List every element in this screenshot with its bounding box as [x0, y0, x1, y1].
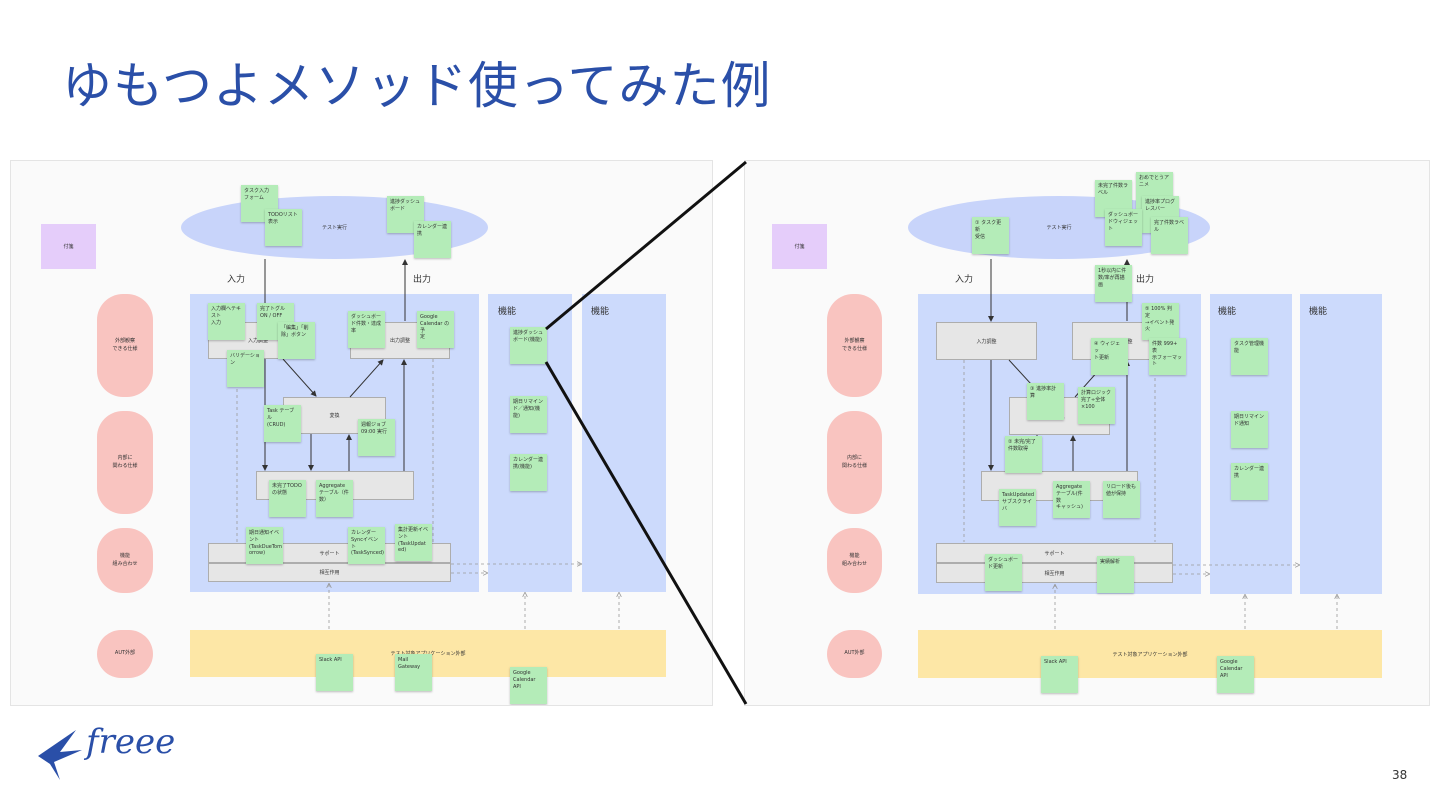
sticky-note: カレンダー Syncイベント (TaskSynced) [348, 527, 385, 564]
sticky-note: Google Calendar API [1217, 656, 1254, 693]
page-number: 38 [1392, 768, 1408, 782]
row-label-external: 外部観察 できる仕様 [97, 294, 153, 397]
row-label-internal: 内部に 関わる仕様 [827, 411, 882, 514]
sticky-note: ③ 進捗率計算 [1027, 383, 1064, 420]
sticky-note: 計算ロジック 完了÷全体 ×100 [1078, 387, 1115, 424]
function-label-2: 機能 [1309, 307, 1328, 317]
input-label: 入力 [227, 275, 246, 285]
sticky-note: 完了件数ラベ ル [1151, 217, 1188, 254]
sticky-note: TODOリスト 表示 [265, 209, 302, 246]
sticky-note: 「編集」「削 除」ボタン [278, 322, 315, 359]
function-label-1: 機能 [498, 307, 517, 317]
sticky-note: カレンダー連 携 [414, 221, 451, 258]
tag-legend: 付箋 [41, 224, 96, 269]
sticky-note: 件数 999+ 表 示フォーマッ ト [1149, 338, 1186, 375]
sticky-note: Google Calendar の予 定 [417, 311, 454, 348]
sticky-note: TaskUpdated サブスクライ バ [999, 489, 1036, 526]
sticky-note: ⑤ 100% 判定 →イベント発 火 [1142, 303, 1179, 340]
sticky-note: Aggregate テーブル（件 数） [316, 480, 353, 517]
input-adjust-box: 入力調整 [936, 322, 1037, 360]
sticky-note: 期日リマイン ド／通知(機能) [510, 396, 547, 433]
sticky-note: Google Calendar API [510, 667, 547, 704]
row-label-aut-external: AUT外部 [97, 630, 153, 678]
function-column-2 [1300, 294, 1382, 594]
sticky-note: 期日リマイン ド通知 [1231, 411, 1268, 448]
sticky-note: カレンダー連 携 [1231, 463, 1268, 500]
sticky-note: 週報ジョブ 09:00 実行 [358, 419, 395, 456]
connector-lines [236, 259, 712, 629]
slide-title: ゆもつよメソッド使ってみた例 [62, 57, 772, 115]
row-label-internal: 内部に 関わる仕様 [97, 411, 153, 514]
sticky-note: ④ ウィジェッ ト更新 [1091, 338, 1128, 375]
row-label-external: 外部観察 できる仕様 [827, 294, 882, 397]
sticky-note: Task テーブ ル (CRUD) [264, 405, 301, 442]
bird-icon [38, 730, 82, 780]
input-label: 入力 [955, 275, 974, 285]
function-label-2: 機能 [591, 307, 610, 317]
sticky-note: Slack API [316, 654, 353, 691]
diagram-zoom-panel: 付箋 テスト実行 入力 出力 外部観察 できる仕様 内部に 関わる仕様 機能 組… [744, 160, 1430, 706]
sticky-note: 未完了TODO の状態 [269, 480, 306, 517]
sticky-note: 期日通知イベ ント (TaskDueTom orrow) [246, 527, 283, 564]
sticky-note: バリデーショ ン [227, 350, 264, 387]
sticky-note: タスク管理機 能 [1231, 338, 1268, 375]
sticky-note: 1秒以内に件 数/率が再描画 [1095, 265, 1132, 302]
sticky-note: リロード後も 値が保持 [1103, 481, 1140, 518]
output-label: 出力 [1136, 275, 1155, 285]
sticky-note: ② 未完/完了 件数取得 [1005, 436, 1042, 473]
sticky-note: ① タスク更新 受信 [972, 217, 1009, 254]
sticky-note: ダッシュボー ド更新 [985, 554, 1022, 591]
row-label-combination: 機能 組み合わせ [827, 528, 882, 593]
sticky-note: ダッシュボー ド件数・達成 率 [348, 311, 385, 348]
interaction-box: 相互作用 [208, 563, 451, 582]
logo-text: freee [86, 722, 176, 762]
output-label: 出力 [413, 275, 432, 285]
function-label-1: 機能 [1218, 307, 1237, 317]
sticky-note: カレンダー連 携(機能) [510, 454, 547, 491]
sticky-note: ダッシュボー ドウィジェッ ト [1105, 209, 1142, 246]
freee-logo: freee [36, 722, 175, 786]
sticky-note: 進捗ダッシュ ボード(機能) [510, 327, 547, 364]
sticky-note: Slack API [1041, 656, 1078, 693]
row-label-aut-external: AUT外部 [827, 630, 882, 678]
sticky-note: 実績解析 [1097, 556, 1134, 593]
sticky-note: 集計更新イベ ント (TaskUpdat ed) [395, 524, 432, 561]
row-label-combination: 機能 組み合わせ [97, 528, 153, 593]
sticky-note: 入力欄へテキスト 入力 [208, 303, 245, 340]
sticky-note: Mail Gateway [395, 654, 432, 691]
sticky-note: Aggregate テーブル(件数 キャッシュ) [1053, 481, 1090, 518]
aut-external-band: テスト対象アプリケーション外部 [918, 630, 1382, 678]
tag-legend: 付箋 [772, 224, 827, 269]
